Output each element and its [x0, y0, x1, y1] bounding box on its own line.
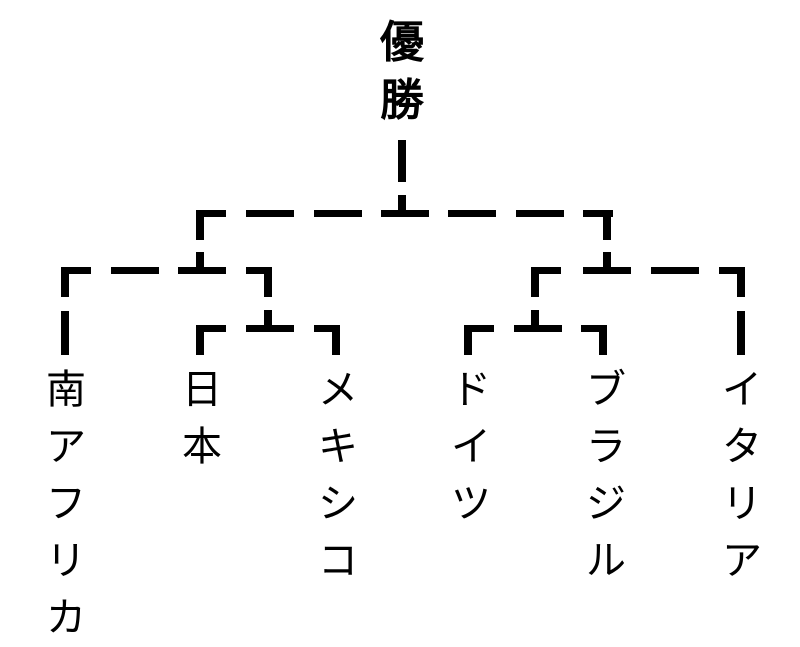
final-stem	[398, 140, 406, 182]
sf-right-left-corner-v	[531, 267, 539, 297]
final-tee-h	[381, 210, 429, 217]
final-dash-1	[246, 210, 294, 217]
qf-left-tee-h	[246, 325, 294, 332]
final-dash-3	[448, 210, 496, 217]
team-char: タ	[722, 424, 762, 470]
title-char-2: 勝	[380, 75, 424, 126]
qf-left-corner-h	[196, 325, 226, 332]
team-germany: ド イ ツ	[441, 362, 501, 533]
sf-left-dash	[111, 267, 159, 274]
qf-left-right-corner-h	[314, 325, 340, 332]
team-char: イ	[451, 424, 491, 470]
team-char: カ	[46, 595, 86, 641]
qf-left-tee-v	[264, 310, 272, 328]
final-left-corner-v	[196, 210, 204, 240]
team-char: ル	[586, 538, 626, 584]
qf-right-right-corner-v	[599, 325, 607, 355]
team-mexico: メ キ シ コ	[308, 362, 368, 590]
team-char: 日	[182, 367, 222, 413]
team-brazil: ブ ラ ジ ル	[576, 362, 636, 590]
final-dash-4	[516, 210, 564, 217]
sf-right-left-corner-h	[531, 267, 561, 274]
sa-stem	[61, 311, 69, 355]
team-japan: 日 本	[172, 362, 232, 476]
qf-right-left-corner-v	[464, 325, 472, 355]
team-char: フ	[46, 481, 86, 527]
final-right-corner-v	[603, 210, 611, 240]
sf-right-tee-h	[583, 267, 631, 274]
sf-left-corner-v	[61, 267, 69, 297]
sf-left-tee-h	[178, 267, 226, 274]
team-char: ブ	[586, 367, 626, 413]
qf-right-left-corner-h	[464, 325, 494, 332]
sf-right-right-corner-h	[719, 267, 745, 274]
team-char: ジ	[586, 481, 626, 527]
qf-left-right-corner-v	[332, 325, 340, 355]
final-dash-2	[314, 210, 362, 217]
title-char-1: 優	[380, 17, 424, 68]
team-char: ド	[451, 367, 491, 413]
team-char: 南	[46, 367, 86, 413]
team-char: ア	[722, 538, 762, 584]
final-tee-v	[398, 195, 406, 213]
team-char: リ	[722, 481, 762, 527]
qf-right-tee-h	[514, 325, 562, 332]
team-char: ラ	[586, 424, 626, 470]
team-char: コ	[318, 538, 358, 584]
sf-left-corner-h	[61, 267, 91, 274]
qf-right-right-corner-h	[581, 325, 607, 332]
final-left-corner-h	[196, 210, 226, 217]
sf-right-dash	[651, 267, 699, 274]
sf-right-tee-v	[603, 252, 611, 270]
team-char: リ	[46, 538, 86, 584]
it-stem	[737, 311, 745, 355]
team-italy: イ タ リ ア	[712, 362, 772, 590]
sf-left-tee-v	[196, 252, 204, 270]
team-char: 本	[182, 424, 222, 470]
team-char: ア	[46, 424, 86, 470]
sf-left-right-corner-v	[264, 267, 272, 297]
team-char: イ	[722, 367, 762, 413]
qf-right-tee-v	[531, 310, 539, 328]
qf-left-corner-v	[196, 325, 204, 355]
sf-left-right-corner-h	[246, 267, 272, 274]
team-char: メ	[318, 367, 358, 413]
team-south-africa: 南 ア フ リ カ	[36, 362, 96, 647]
team-char: キ	[318, 424, 358, 470]
final-right-corner-h	[583, 210, 613, 217]
team-char: ツ	[451, 481, 491, 527]
team-char: シ	[318, 481, 358, 527]
sf-right-right-corner-v	[737, 267, 745, 297]
